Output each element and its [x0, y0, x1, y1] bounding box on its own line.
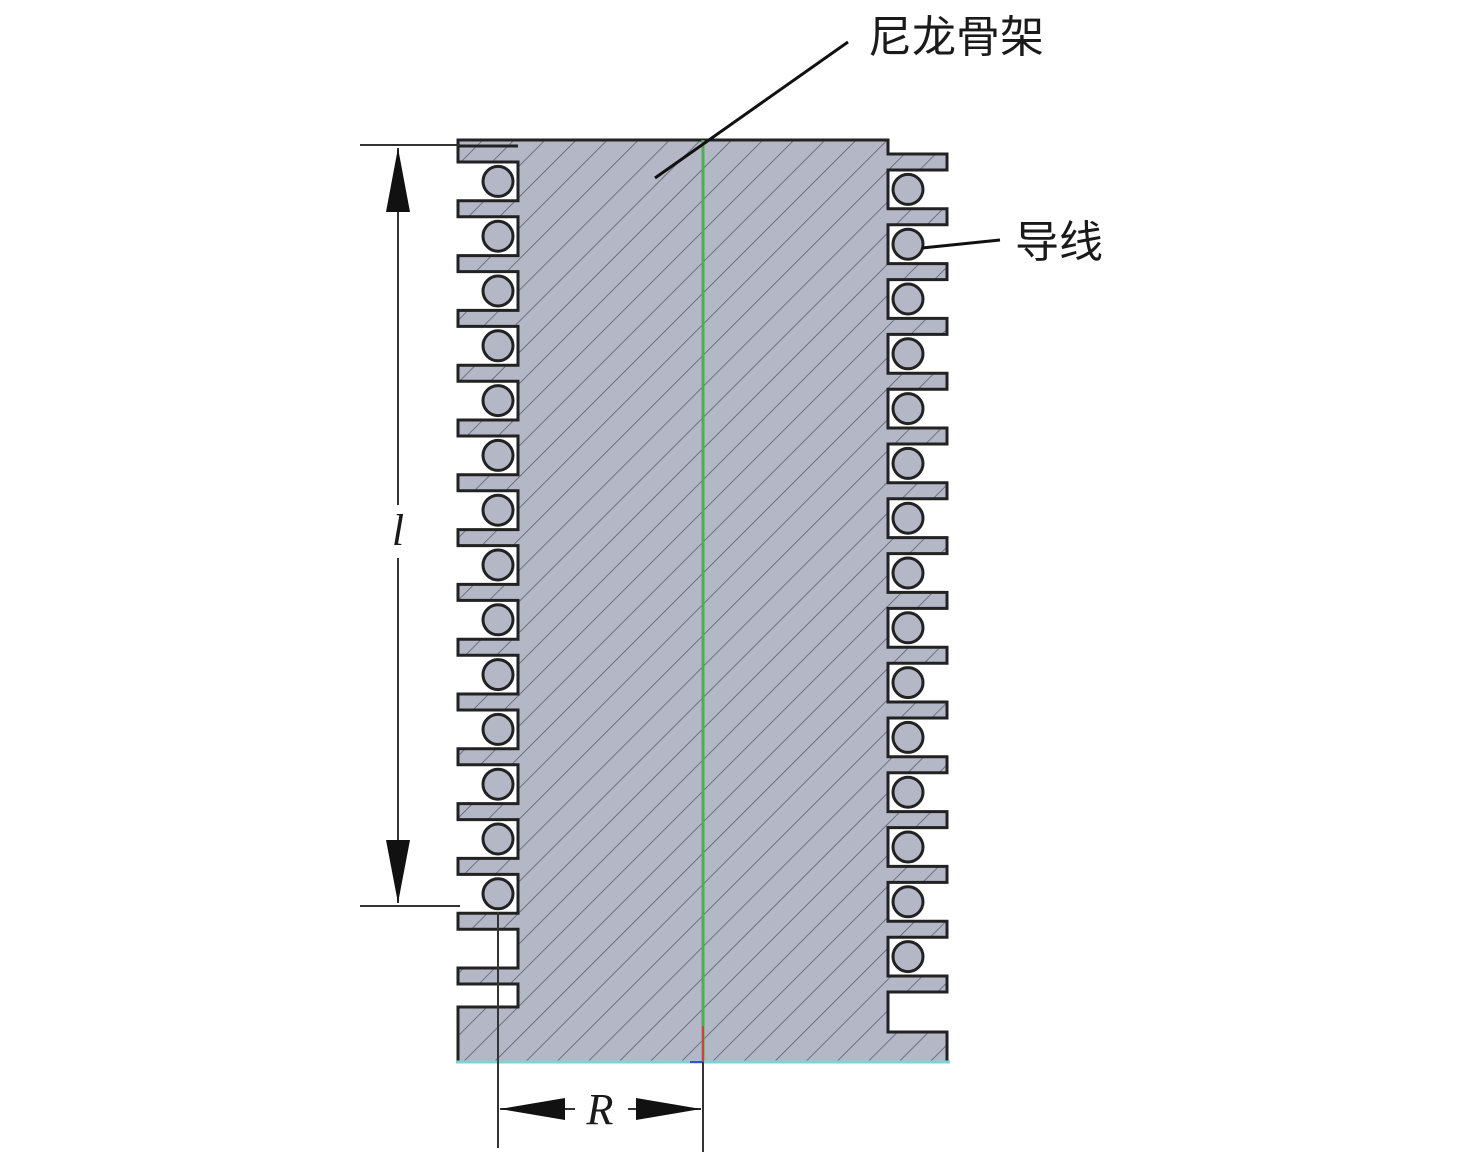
- wire-cross-section-left: [481, 438, 515, 472]
- wire-cross-section-right: [891, 611, 925, 645]
- wire-cross-section-right: [891, 720, 925, 754]
- wire-cross-section-right: [891, 446, 925, 480]
- wire-cross-section-left: [481, 712, 515, 746]
- wire-cross-section-right: [891, 666, 925, 700]
- radius-dimension: R: [497, 912, 704, 1152]
- wire-cross-section-right: [891, 830, 925, 864]
- wire-cross-section-right: [891, 556, 925, 590]
- left-wire-group: [481, 164, 515, 911]
- wire-cross-section-left: [481, 822, 515, 856]
- wire-cross-section-right: [891, 501, 925, 535]
- radius-label: R: [586, 1085, 614, 1134]
- wire-cross-section-left: [481, 548, 515, 582]
- wire-cross-section-left: [481, 329, 515, 363]
- wire-cross-section-right: [891, 940, 925, 974]
- wire-cross-section-right: [891, 885, 925, 919]
- bobbin-label: 尼龙骨架: [868, 12, 1044, 63]
- wire-cross-section-right: [891, 172, 925, 206]
- wire-cross-section-left: [481, 384, 515, 418]
- wire-cross-section-right: [891, 337, 925, 371]
- length-arrow-bottom: [386, 840, 410, 903]
- wire-cross-section-left: [481, 767, 515, 801]
- wire-cross-section-left: [481, 219, 515, 253]
- wire-cross-section-left: [481, 877, 515, 911]
- length-arrow-top: [386, 148, 410, 212]
- wire-cross-section-left: [481, 164, 515, 198]
- wire-cross-section-right: [891, 282, 925, 316]
- wire-cross-section-left: [481, 274, 515, 308]
- wire-cross-section-right: [891, 227, 925, 261]
- wire-cross-section-right: [891, 775, 925, 809]
- radius-arrow-right: [636, 1098, 701, 1120]
- wire-cross-section-left: [481, 493, 515, 527]
- radius-arrow-left: [500, 1098, 565, 1120]
- wire-label: 导线: [1015, 217, 1103, 268]
- wire-leader-line: [921, 238, 1001, 250]
- bobbin-leader-line: [654, 40, 849, 180]
- wire-cross-section-left: [481, 658, 515, 692]
- wire-cross-section-left: [481, 603, 515, 637]
- wire-cross-section-right: [891, 392, 925, 426]
- length-label: l: [392, 506, 404, 555]
- length-dimension: l: [360, 144, 460, 907]
- right-wire-group: [891, 172, 925, 974]
